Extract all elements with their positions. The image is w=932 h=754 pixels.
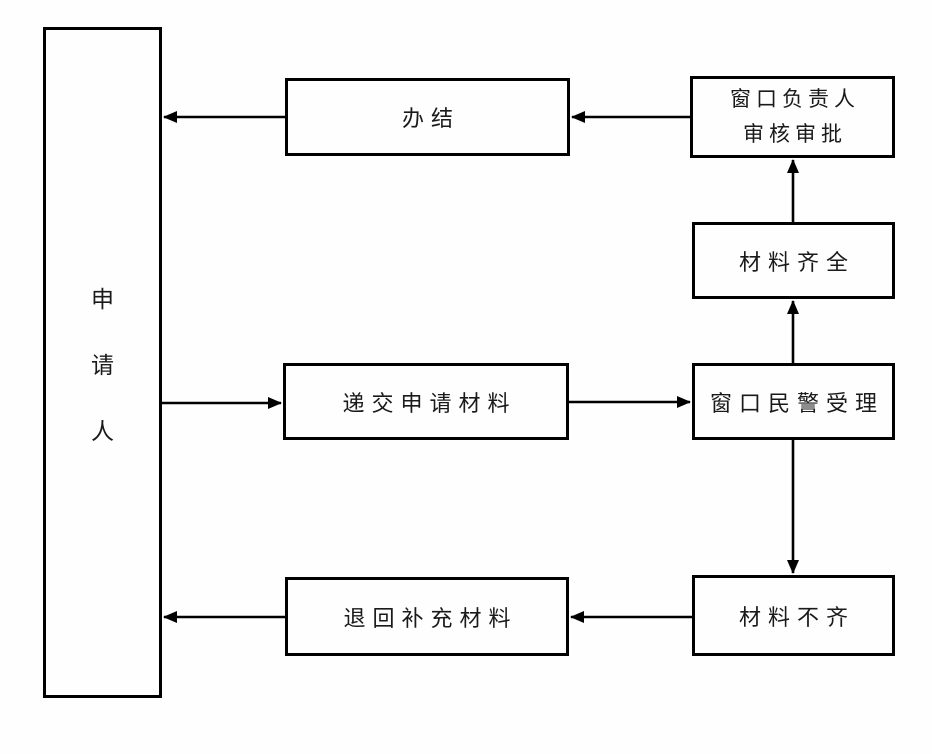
node-police-accept-label: 窗口民警受理	[709, 391, 884, 417]
node-submit-materials: 递交申请材料	[283, 363, 569, 440]
supervisor-label-line-1: 窗口负责人	[730, 87, 860, 111]
supervisor-label-line-2: 审核审批	[743, 122, 847, 146]
node-applicant-vertical-label: 申 请 人	[91, 280, 114, 446]
node-return-supplement: 退回补充材料	[285, 577, 569, 656]
node-submit-materials-label: 递交申请材料	[342, 391, 517, 417]
node-materials-incomplete-label: 材料不齐	[738, 605, 855, 631]
node-materials-complete: 材料齐全	[692, 222, 895, 299]
node-materials-incomplete: 材料不齐	[692, 575, 895, 656]
node-materials-complete-label: 材料齐全	[738, 250, 855, 276]
applicant-char-1: 申	[91, 286, 114, 313]
applicant-char-2: 请	[91, 352, 114, 379]
applicant-char-3: 人	[91, 418, 114, 445]
node-supervisor-review: 窗口负责人 审核审批	[690, 76, 895, 158]
node-return-supplement-label: 退回补充材料	[343, 606, 518, 632]
node-banjie-label: 办结	[401, 107, 460, 132]
node-applicant: 申 请 人	[43, 27, 162, 698]
node-police-accept: 窗口民警受理	[692, 363, 895, 440]
node-banjie: 办结	[285, 78, 570, 156]
node-supervisor-label: 窗口负责人 审核审批	[725, 82, 860, 152]
